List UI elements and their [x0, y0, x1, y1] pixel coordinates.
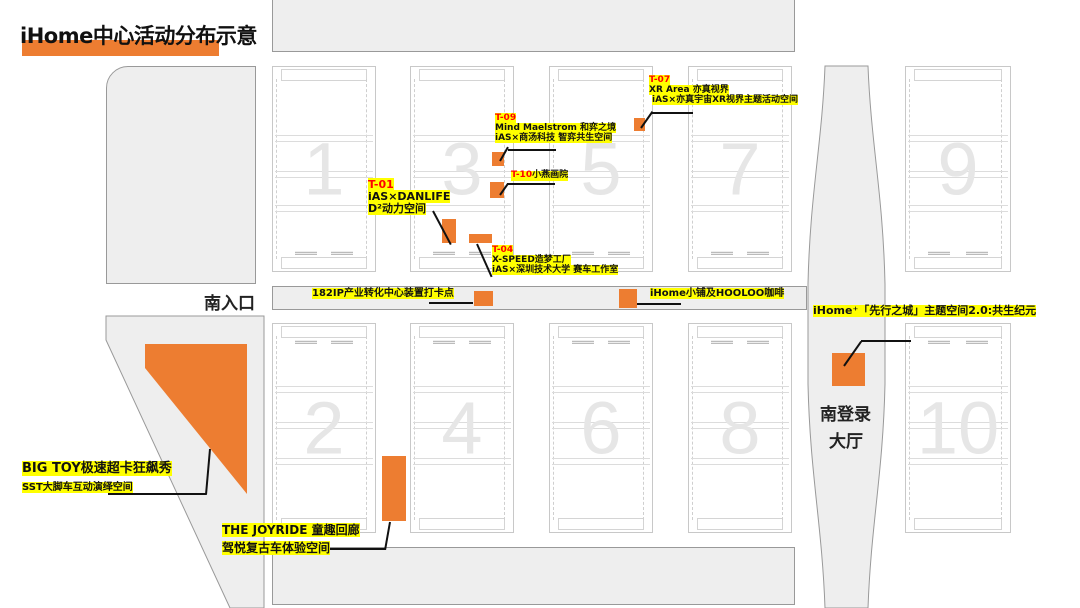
south-lobby-label-2: 大厅	[829, 432, 863, 452]
hall-6[interactable]: 6	[549, 323, 653, 533]
marker-t04[interactable]	[469, 234, 492, 243]
leader-joyride	[384, 521, 391, 550]
label-t04: T-04 X-SPEED造梦工厂 iAS×深圳技术大学 赛车工作室	[492, 245, 619, 276]
hall-8[interactable]: 8	[688, 323, 792, 533]
t09-title: Mind Maelstrom 和弈之境	[495, 122, 617, 133]
t09-subtitle: iAS×商汤科技 智弈共生空间	[495, 132, 613, 143]
south-lobby-area	[807, 65, 886, 608]
south-lobby-label-1: 南登录	[820, 405, 871, 425]
hall-5[interactable]: 5	[549, 66, 653, 272]
hall-number: 10	[916, 386, 1000, 470]
t04-title: X-SPEED造梦工厂	[492, 254, 571, 265]
north-strip-area	[272, 0, 795, 52]
leader-t07-h	[651, 112, 693, 114]
tag-t10: T-10	[511, 170, 533, 180]
leader-joyride-h	[290, 548, 386, 550]
leader-cafe	[637, 303, 681, 305]
leader-t10-h	[507, 183, 555, 185]
label-t01: T-01 iAS×DANLIFE D²动力空间	[368, 178, 451, 216]
hall-2[interactable]: 2	[272, 323, 376, 533]
leader-bigtoy-h	[108, 493, 206, 495]
marker-joyride[interactable]	[382, 456, 406, 521]
t01-title: iAS×DANLIFE	[368, 190, 451, 204]
joyride-subtitle: 驾悦复古车体验空间	[222, 540, 331, 555]
label-ip182: 182IP产业转化中心装置打卡点	[312, 288, 454, 299]
tag-t01: T-01	[368, 178, 394, 191]
label-xianxing: iHome⁺「先行之城」主题空间2.0:共生纪元	[813, 304, 1037, 318]
hall-number: 4	[441, 386, 483, 470]
page-title: iHome中心活动分布示意	[20, 24, 257, 48]
marker-t07[interactable]	[634, 118, 645, 131]
t07-subtitle: iAS×亦真宇宙XR视界主题活动空间	[652, 94, 798, 105]
t10-title: 小燕画院	[532, 170, 569, 180]
west-block-area	[106, 66, 256, 284]
t07-title: XR Area 亦真视界	[649, 84, 729, 95]
tag-t07: T-07	[649, 75, 671, 85]
leader-ip182	[429, 302, 473, 304]
leader-t09-h	[508, 149, 556, 151]
leader-xianxing-h	[861, 340, 911, 342]
hall-3[interactable]: 3	[410, 66, 514, 272]
label-t07: T-07 XR Area 亦真视界 iAS×亦真宇宙XR视界主题活动空间	[649, 75, 798, 106]
tag-t09: T-09	[495, 113, 517, 123]
hall-number: 6	[580, 386, 622, 470]
t01-subtitle: D²动力空间	[368, 202, 426, 216]
label-bigtoy: BIG TOY极速超卡狂飙秀 SST大脚车互动演绎空间	[22, 458, 172, 494]
label-t09: T-09 Mind Maelstrom 和弈之境 iAS×商汤科技 智弈共生空间	[495, 113, 617, 144]
title-underline	[22, 40, 219, 56]
hall-number: 8	[719, 386, 761, 470]
hall-number: 2	[303, 386, 345, 470]
hall-4[interactable]: 4	[410, 323, 514, 533]
label-t10: T-10小燕画院	[511, 170, 569, 181]
hall-number: 9	[937, 127, 979, 211]
hall-1[interactable]: 1	[272, 66, 376, 272]
hall-10[interactable]: 10	[905, 323, 1011, 533]
hall-9[interactable]: 9	[905, 66, 1011, 272]
hall-number: 1	[303, 127, 345, 211]
south-strip-area	[272, 547, 795, 605]
hall-number: 7	[719, 127, 761, 211]
tag-t04: T-04	[492, 245, 514, 255]
bigtoy-subtitle: SST大脚车互动演绎空间	[22, 482, 133, 494]
label-cafe: iHome小铺及HOOLOO咖啡	[650, 288, 785, 299]
marker-cafe[interactable]	[619, 289, 637, 308]
label-joyride: THE JOYRIDE 童趣回廊 驾悦复古车体验空间	[222, 520, 360, 555]
bigtoy-title: BIG TOY极速超卡狂飙秀	[22, 461, 172, 476]
marker-ip182[interactable]	[474, 291, 493, 306]
south-entrance-label: 南入口	[204, 294, 255, 314]
joyride-title: THE JOYRIDE 童趣回廊	[222, 523, 360, 537]
t04-subtitle: iAS×深圳技术大学 赛车工作室	[492, 264, 619, 275]
